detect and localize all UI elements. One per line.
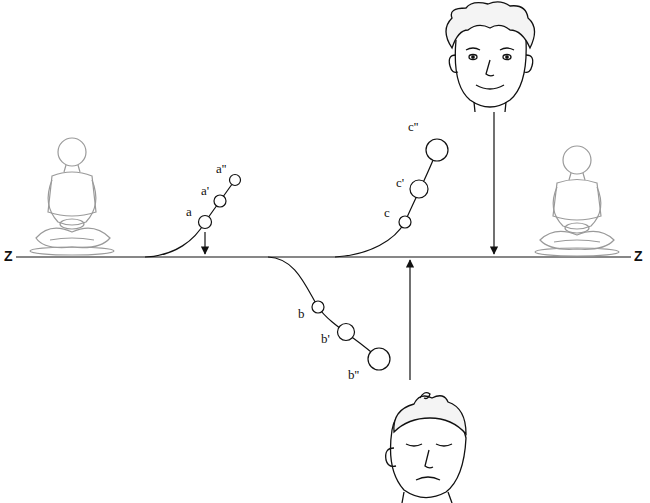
point-label: c' [396,175,404,190]
face-sleepy [386,393,466,503]
point-label: a [186,204,192,219]
arrow-down [493,112,494,254]
curve-a [145,175,241,258]
z-axis [16,256,631,257]
curve-c [335,139,448,257]
meditator-left [30,138,114,255]
point-label: a'' [216,161,226,176]
face-awake [446,2,535,112]
axis-label: Z [4,249,13,264]
curve-b [268,257,390,370]
arrow-up [409,260,410,380]
axis-label: Z [634,249,643,264]
point-label: b'' [348,367,359,382]
point-label: c'' [408,119,418,134]
point-label: a' [201,183,209,198]
point-label: b [298,306,305,321]
meditator-right [535,146,619,256]
point-label: c [384,205,390,220]
point-label: b' [321,331,330,346]
